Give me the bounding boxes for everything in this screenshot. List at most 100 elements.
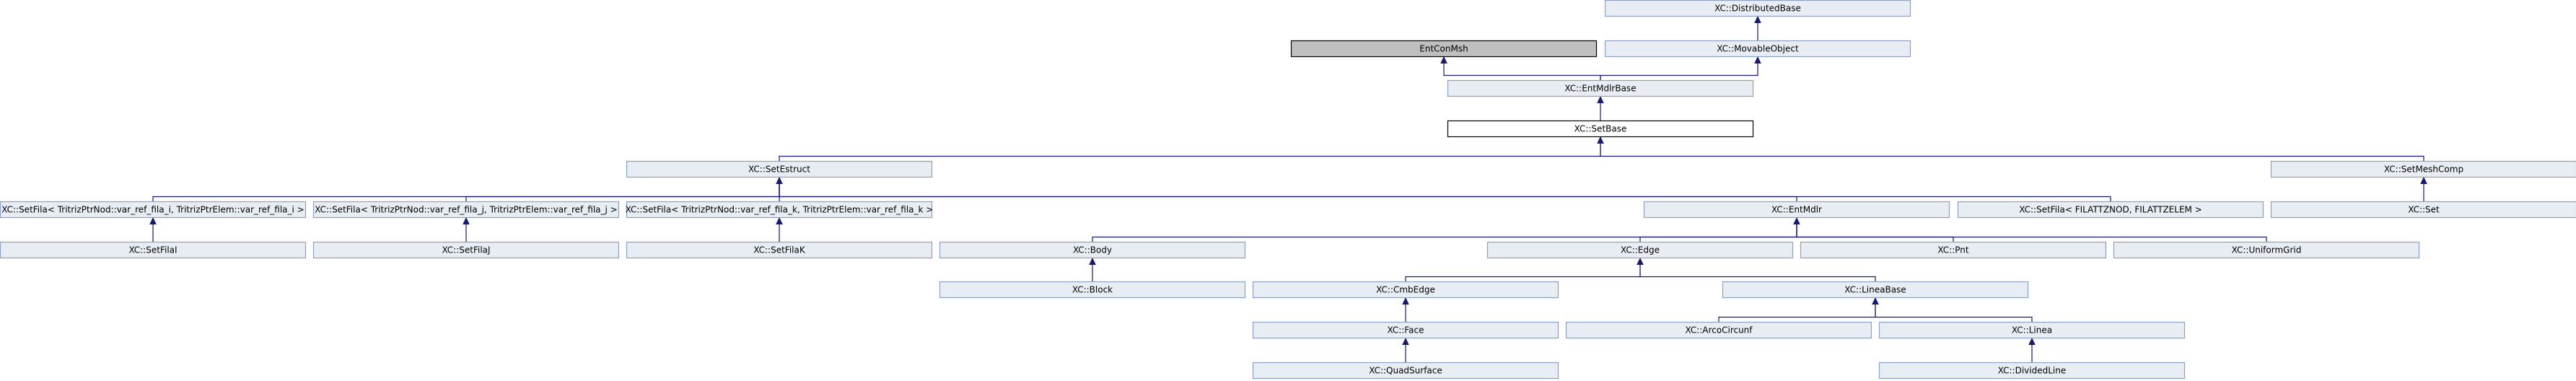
inheritance-arrowhead [1597,95,1604,103]
class-node-dividedline-box [1878,362,2186,380]
class-node-setfila-k-template-label: XC::SetFila< TritrizPtrNod::var_ref_fila… [626,205,934,215]
class-node-linea[interactable]: XC::Linea [1878,321,2186,339]
class-node-movable-object-box [1604,40,1911,58]
class-node-entconnmsh[interactable]: EntConMsh [1290,40,1598,58]
class-node-linea-label: XC::Linea [2012,325,2052,336]
class-node-quadsurface-box [1252,362,1559,380]
inheritance-arrowhead [1089,257,1096,265]
class-node-movable-object[interactable]: XC::MovableObject [1604,40,1911,58]
class-node-entmdlr-box [1643,201,1950,219]
class-node-uniformgrid-box [2113,241,2420,259]
class-node-setfilaj-box [312,241,620,259]
inheritance-arrowhead [1637,257,1644,265]
class-node-movable-object-label: XC::MovableObject [1717,44,1799,54]
class-node-arcocircunf[interactable]: XC::ArcoCircunf [1565,321,1872,339]
class-node-arcocircunf-box [1565,321,1872,339]
class-node-entconnmsh-box [1290,40,1598,58]
class-node-setfilai[interactable]: XC::SetFilaI [0,241,307,259]
class-node-dividedline-label: XC::DividedLine [1998,366,2066,376]
inheritance-arrowhead [2420,176,2427,184]
class-node-block[interactable]: XC::Block [939,281,1246,299]
inheritance-arrowhead [1793,216,1800,224]
class-node-setfila-j-template-label: XC::SetFila< TritrizPtrNod::var_ref_fila… [315,205,617,215]
class-node-setfila-j-template-box [312,201,620,219]
class-node-lineabase[interactable]: XC::LineaBase [1722,281,2029,299]
class-node-edge[interactable]: XC::Edge [1486,241,1794,259]
class-node-setfila-i-template-box [0,201,307,219]
class-node-body-box [939,241,1246,259]
inheritance-edge [1600,142,2424,162]
inheritance-edge [779,183,1797,202]
inheritance-edge [1443,62,1601,81]
class-node-arcocircunf-label: XC::ArcoCircunf [1685,325,1753,336]
class-node-setfilai-label: XC::SetFilaI [128,245,177,255]
class-node-face[interactable]: XC::Face [1252,321,1559,339]
class-node-block-box [939,281,1246,299]
class-node-setestruct[interactable]: XC::SetEstruct [626,160,933,178]
class-node-pnt-box [1800,241,2107,259]
class-node-setestruct-box [626,160,933,178]
class-node-set[interactable]: XC::Set [2270,201,2576,219]
class-node-setfila-i-template[interactable]: XC::SetFila< TritrizPtrNod::var_ref_fila… [0,201,307,219]
class-node-setfilaj-label: XC::SetFilaJ [442,245,490,255]
class-node-setfila-filattz-template[interactable]: XC::SetFila< FILATTZNOD, FILATTZELEM > [1957,201,2264,219]
inheritance-edge [1718,303,1876,323]
inheritance-edge [1796,223,1954,242]
inheritance-edges [149,15,2427,363]
inheritance-arrowhead [149,216,157,224]
class-node-edge-label: XC::Edge [1621,245,1660,255]
inheritance-edge [1639,263,1876,282]
class-node-body-label: XC::Body [1073,245,1112,255]
class-node-linea-box [1878,321,2186,339]
class-node-distributed-base[interactable]: XC::DistributedBase [1604,0,1911,17]
inheritance-edge [779,183,2111,202]
inheritance-edge [1875,303,2033,323]
class-node-setmeshcomp-box [2270,160,2576,178]
class-node-setmeshcomp[interactable]: XC::SetMeshComp [2270,160,2576,178]
inheritance-edge [779,142,1601,162]
class-node-setmeshcomp-label: XC::SetMeshComp [2384,165,2463,175]
class-node-setfila-i-template-label: XC::SetFila< TritrizPtrNod::var_ref_fila… [1,205,304,215]
class-node-dividedline[interactable]: XC::DividedLine [1878,362,2186,380]
class-node-set-box [2270,201,2576,219]
inheritance-arrowhead [1402,297,1409,305]
class-node-setfilaj[interactable]: XC::SetFilaJ [312,241,620,259]
class-node-uniformgrid-label: XC::UniformGrid [2232,245,2302,255]
class-node-cmbedge[interactable]: XC::CmbEdge [1252,281,1559,299]
class-node-setbase-label: XC::SetBase [1574,124,1627,134]
class-node-setfilak[interactable]: XC::SetFilaK [626,241,933,259]
class-node-setfila-filattz-template-label: XC::SetFila< FILATTZNOD, FILATTZELEM > [2019,205,2202,215]
class-node-setfila-k-template-box [626,201,933,219]
class-node-cmbedge-box [1252,281,1559,299]
class-node-pnt[interactable]: XC::Pnt [1800,241,2107,259]
class-node-set-label: XC::Set [2408,205,2440,215]
class-node-setfilak-box [626,241,933,259]
class-node-entmdlrbase[interactable]: XC::EntMdlrBase [1447,79,1754,97]
class-node-setfila-j-template[interactable]: XC::SetFila< TritrizPtrNod::var_ref_fila… [312,201,620,219]
inheritance-arrowhead [1872,297,1879,305]
inheritance-arrowhead [2028,337,2036,345]
class-node-setfila-filattz-template-box [1957,201,2264,219]
class-node-setbase[interactable]: XC::SetBase [1447,120,1754,138]
class-node-entmdlrbase-box [1447,79,1754,97]
inheritance-edge [1600,62,1758,81]
class-node-lineabase-box [1722,281,2029,299]
inheritance-arrowhead [1597,136,1604,144]
class-node-uniformgrid[interactable]: XC::UniformGrid [2113,241,2420,259]
inheritance-edge [1092,223,1797,242]
class-node-entmdlr[interactable]: XC::EntMdlr [1643,201,1950,219]
class-node-pnt-label: XC::Pnt [1937,245,1968,255]
inheritance-arrowhead [1754,56,1761,64]
inheritance-arrowhead [1440,56,1447,64]
class-node-face-box [1252,321,1559,339]
class-node-setfila-k-template[interactable]: XC::SetFila< TritrizPtrNod::var_ref_fila… [626,201,934,219]
class-node-body[interactable]: XC::Body [939,241,1246,259]
class-node-distributed-base-label: XC::DistributedBase [1714,4,1801,14]
class-node-setfilai-box [0,241,307,259]
inheritance-edge [1405,263,1641,282]
inheritance-arrowhead [776,176,783,184]
class-node-quadsurface[interactable]: XC::QuadSurface [1252,362,1559,380]
inheritance-arrowhead [776,216,783,224]
